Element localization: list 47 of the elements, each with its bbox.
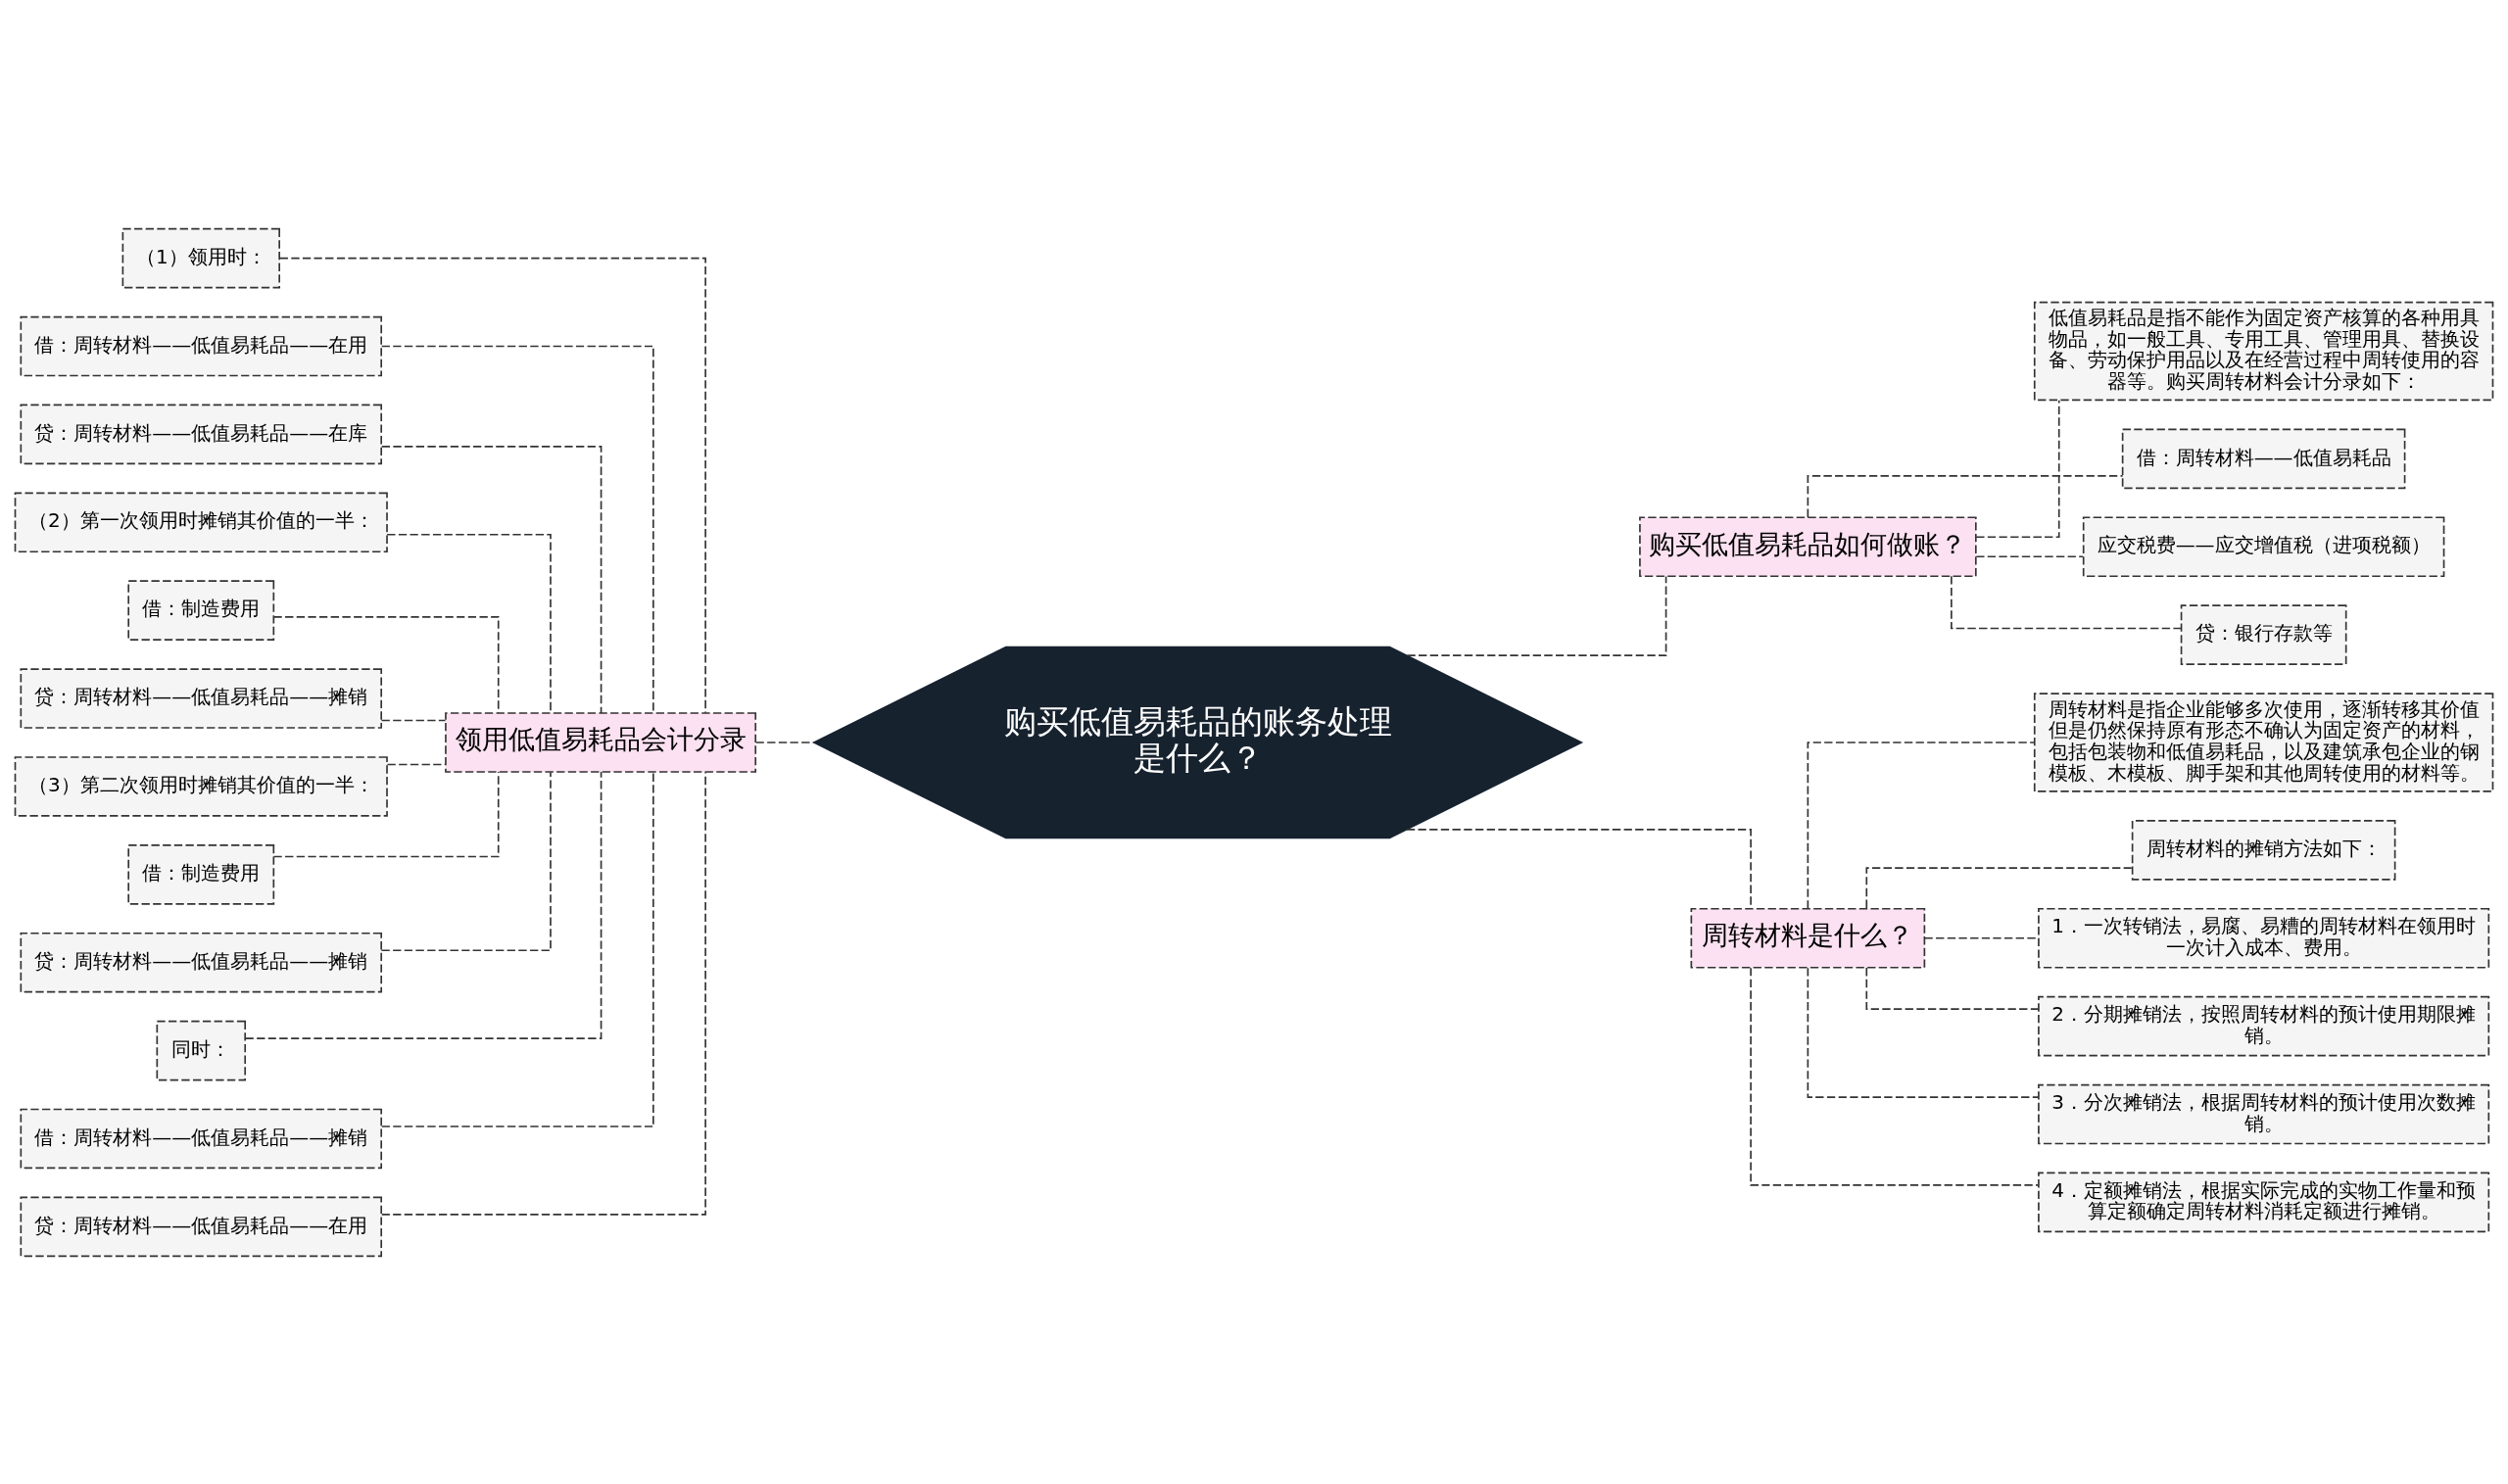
connector	[380, 770, 654, 1127]
node-box: 2．分期摊销法，按照周转材料的预计使用期限摊销。	[2038, 995, 2490, 1056]
node-box: 周转材料是什么？	[1690, 907, 1926, 969]
connector	[1406, 575, 1667, 656]
node-box: 应交税费——应交增值税（进项税额）	[2082, 515, 2445, 577]
connector	[380, 445, 603, 714]
connector	[244, 770, 603, 1039]
node-box: 贷：周转材料——低值易耗品——摊销	[20, 667, 383, 729]
connector	[754, 741, 815, 743]
connector	[380, 345, 654, 713]
node-box: 领用低值易耗品会计分录	[445, 711, 757, 773]
connector	[1807, 474, 2124, 518]
connector	[380, 771, 552, 951]
connector	[272, 770, 500, 857]
node-box: 同时：	[156, 1020, 247, 1080]
node-box: 3．分次摊销法，根据周转材料的预计使用次数摊销。	[2038, 1083, 2490, 1144]
connector	[272, 615, 500, 713]
connector	[1807, 966, 2040, 1098]
node-box: 贷：周转材料——低值易耗品——摊销	[20, 932, 383, 992]
node-box: 周转材料的摊销方法如下：	[2131, 819, 2396, 881]
node-box: （2）第一次领用时摊销其价值的一半：	[14, 492, 388, 552]
node-box: （1）领用时：	[121, 227, 280, 288]
node-box: 借：制造费用	[127, 579, 275, 641]
node-box: 借：周转材料——低值易耗品	[2121, 428, 2406, 489]
node-box: 借：制造费用	[127, 843, 275, 905]
connector	[1975, 399, 2060, 538]
node-box: 4．定额摊销法，根据实际完成的实物工作量和预算定额确定周转材料消耗定额进行摊销。	[2038, 1172, 2490, 1232]
connector	[1951, 574, 2183, 629]
node-box: 周转材料是指企业能够多次使用，逐渐转移其价值但是仍然保持原有形态不确认为固定资产的材料，包括包装物和低值易耗品，以及建筑承包企业的钢模板、木模板、脚手架和其他周转使用的材料等。	[2033, 692, 2494, 792]
node-box: 低值易耗品是指不能作为固定资产核算的各种用具物品，如一般工具、专用工具、管理用具、替换设备、劳动保护用品以及在经营过程中周转使用的容器等。购买周转材料会计分录如下：	[2033, 301, 2494, 401]
node-box: 借：周转材料——低值易耗品——在用	[20, 315, 383, 376]
node-box: 贷：银行存款等	[2180, 603, 2347, 665]
connector	[1975, 554, 2084, 557]
node-box: 购买低值易耗品如何做账？	[1639, 515, 1977, 577]
node-box: 贷：周转材料——低值易耗品——在用	[20, 1196, 383, 1257]
node-box: 1．一次转销法，易腐、易糟的周转材料在领用时一次计入成本、费用。	[2038, 907, 2490, 969]
connector	[1865, 966, 2040, 1010]
connector	[1750, 966, 2040, 1186]
connector	[1807, 741, 2036, 909]
connector	[380, 770, 706, 1216]
node-box: （3）第二次领用时摊销其价值的一半：	[14, 755, 388, 817]
connector	[278, 257, 706, 714]
connector	[386, 533, 552, 713]
connector	[380, 719, 447, 721]
node-box: 借：周转材料——低值易耗品——摊销	[20, 1108, 383, 1169]
node-box: 贷：周转材料——低值易耗品——在库	[20, 404, 383, 464]
connector	[1865, 866, 2134, 909]
